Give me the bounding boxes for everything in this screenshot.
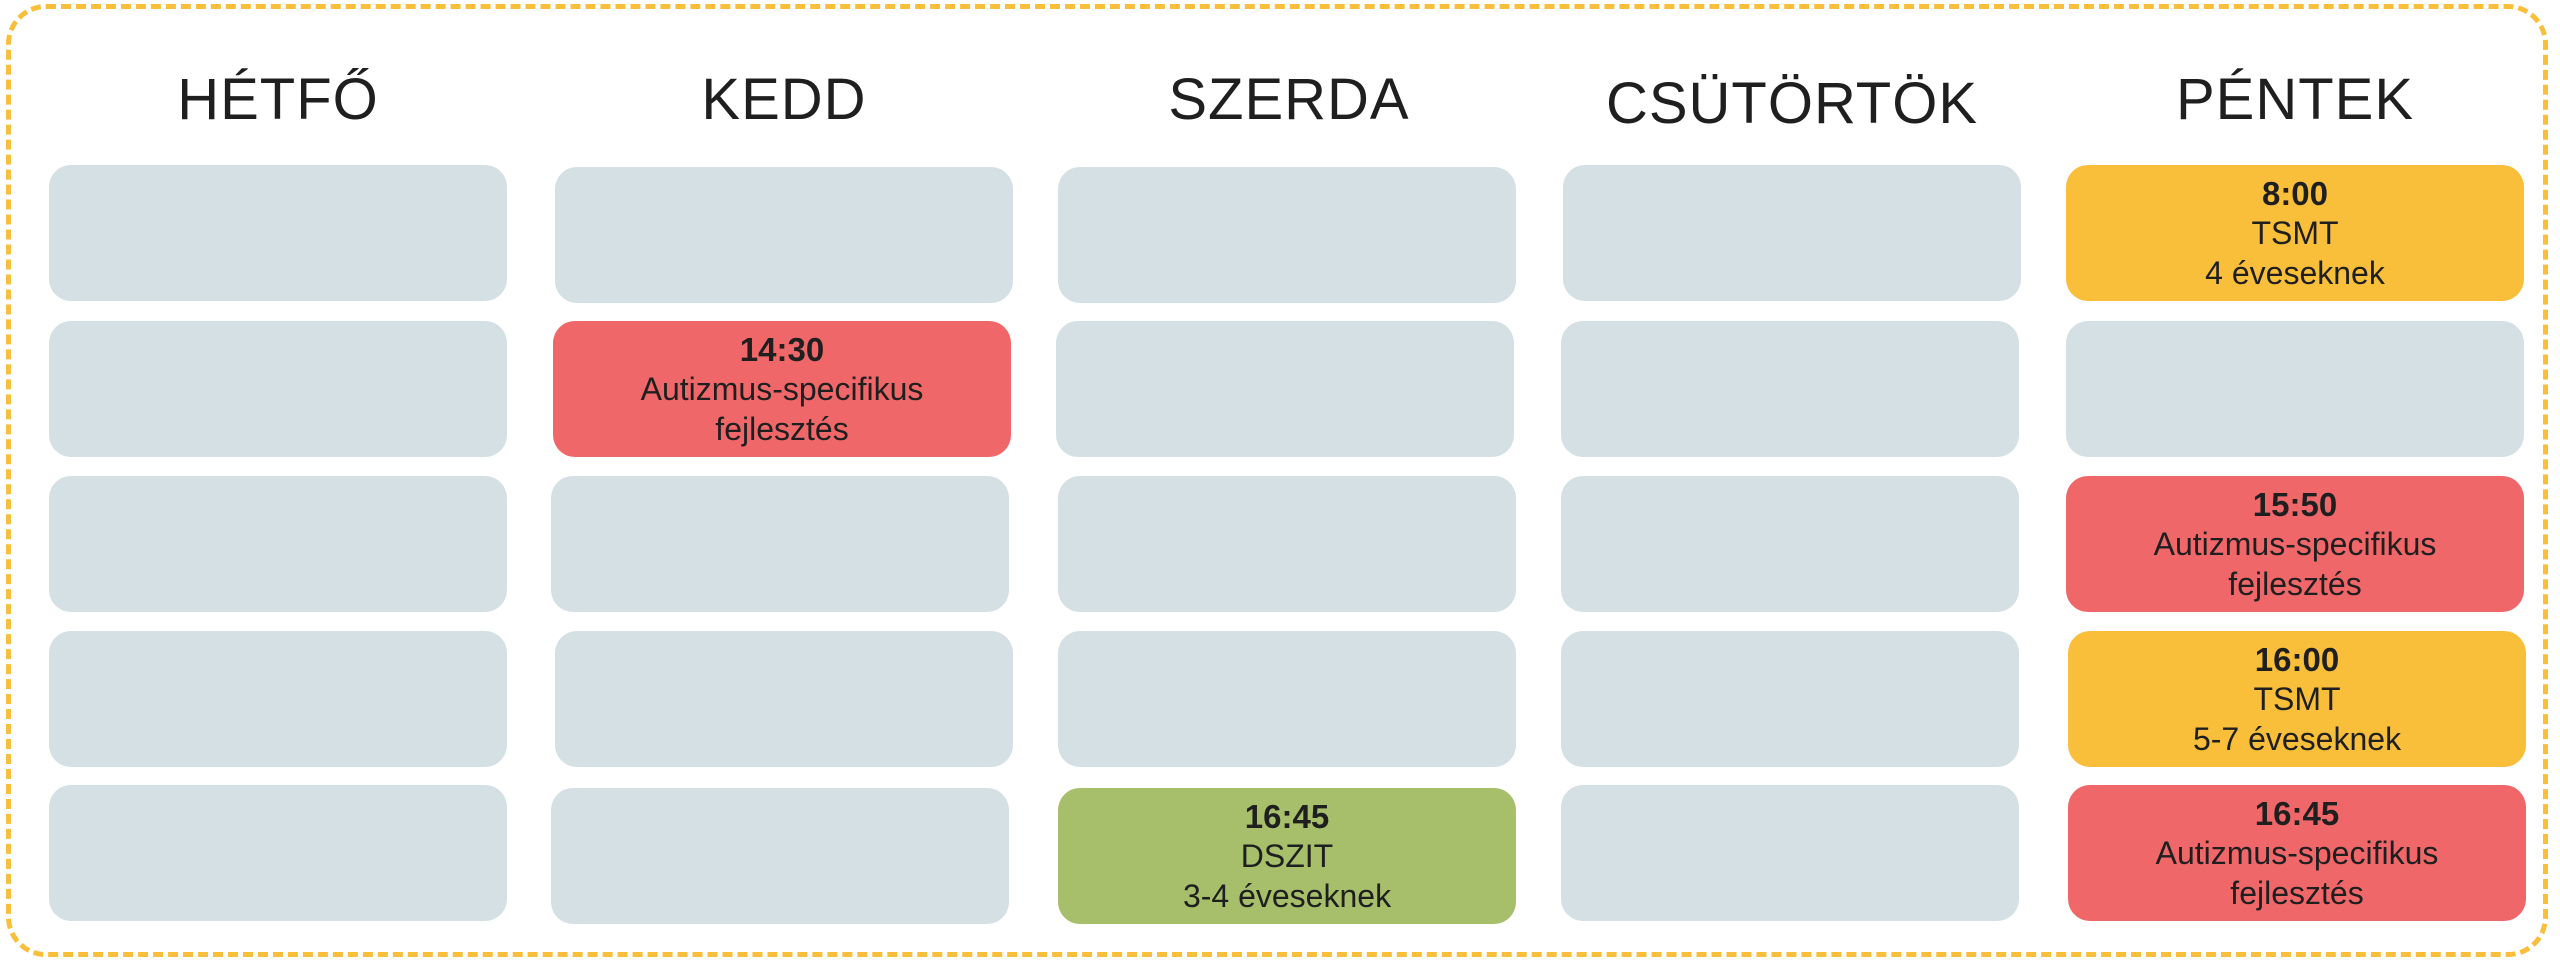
- slot-csutortok-1: [1563, 165, 2021, 301]
- slot-szerda-4: [1058, 631, 1516, 767]
- slot-csutortok-2: [1561, 321, 2019, 457]
- slot-szerda-1: [1058, 167, 1516, 303]
- event-kedd-1430[interactable]: 14:30 Autizmus-specifikus fejlesztés: [553, 321, 1011, 457]
- event-pentek-1550[interactable]: 15:50 Autizmus-specifikus fejlesztés: [2066, 476, 2524, 612]
- slot-hetfo-2: [49, 321, 507, 457]
- event-subtitle: fejlesztés: [715, 410, 849, 447]
- slot-kedd-3: [551, 476, 1009, 612]
- slot-hetfo-4: [49, 631, 507, 767]
- day-header-hetfo: HÉTFŐ: [177, 67, 379, 132]
- slot-kedd-1: [555, 167, 1013, 303]
- event-title: Autizmus-specifikus: [2155, 834, 2439, 871]
- schedule-frame: [6, 4, 2548, 957]
- event-title: TSMT: [2253, 680, 2341, 717]
- event-szerda-1645[interactable]: 16:45 DSZIT 3-4 éveseknek: [1058, 788, 1516, 924]
- event-time: 16:45: [2254, 794, 2340, 832]
- slot-hetfo-3: [49, 476, 507, 612]
- event-pentek-0800[interactable]: 8:00 TSMT 4 éveseknek: [2066, 165, 2524, 301]
- slot-kedd-4: [555, 631, 1013, 767]
- slot-hetfo-1: [49, 165, 507, 301]
- slot-kedd-5: [551, 788, 1009, 924]
- event-time: 16:45: [1244, 797, 1330, 835]
- event-title: DSZIT: [1240, 837, 1334, 874]
- event-time: 15:50: [2252, 485, 2338, 523]
- slot-csutortok-4: [1561, 631, 2019, 767]
- event-subtitle: 4 éveseknek: [2205, 254, 2385, 291]
- slot-szerda-3: [1058, 476, 1516, 612]
- event-subtitle: fejlesztés: [2230, 874, 2364, 911]
- event-title: TSMT: [2251, 214, 2339, 251]
- event-title: Autizmus-specifikus: [640, 370, 924, 407]
- slot-hetfo-5: [49, 785, 507, 921]
- slot-csutortok-3: [1561, 476, 2019, 612]
- event-pentek-1645[interactable]: 16:45 Autizmus-specifikus fejlesztés: [2068, 785, 2526, 921]
- day-header-kedd: KEDD: [701, 67, 867, 132]
- slot-szerda-2: [1056, 321, 1514, 457]
- slot-csutortok-5: [1561, 785, 2019, 921]
- day-header-pentek: PÉNTEK: [2175, 67, 2415, 132]
- event-time: 16:00: [2254, 640, 2340, 678]
- event-time: 8:00: [2261, 174, 2329, 212]
- event-subtitle: 3-4 éveseknek: [1182, 877, 1392, 914]
- event-title: Autizmus-specifikus: [2153, 525, 2437, 562]
- event-subtitle: fejlesztés: [2228, 565, 2362, 602]
- event-pentek-1600[interactable]: 16:00 TSMT 5-7 éveseknek: [2068, 631, 2526, 767]
- slot-pentek-2: [2066, 321, 2524, 457]
- event-time: 14:30: [739, 330, 825, 368]
- day-header-szerda: SZERDA: [1168, 67, 1410, 132]
- day-header-csutortok: CSÜTÖRTÖK: [1605, 71, 1979, 136]
- event-subtitle: 5-7 éveseknek: [2192, 720, 2402, 757]
